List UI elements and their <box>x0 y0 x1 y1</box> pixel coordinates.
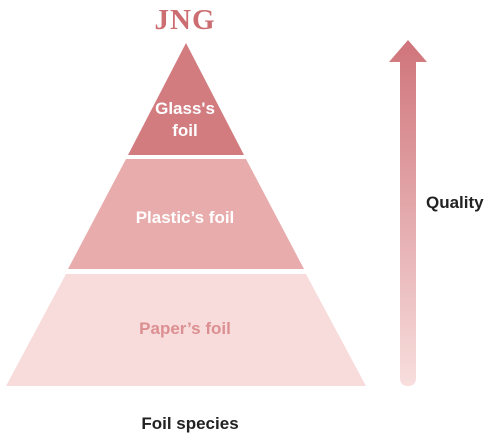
axis-label-quality: Quality <box>426 193 484 212</box>
quality-arrow <box>389 40 427 386</box>
tier-label-line: Plastic’s foil <box>135 208 235 227</box>
tier-middle-plastic <box>68 159 304 269</box>
tier-label-paper: Paper’s foil <box>80 318 290 340</box>
tier-label-plastic: Plastic’s foil <box>90 207 280 229</box>
footer-label: Foil species <box>141 414 239 433</box>
tier-label-line: Paper’s foil <box>139 319 231 338</box>
tier-label-line: foil <box>172 121 198 140</box>
tier-bottom-paper <box>6 274 366 386</box>
tier-top-glass <box>128 43 244 155</box>
tier-label-glass: Glass's foil <box>120 98 250 142</box>
tier-label-line: Glass's <box>155 99 215 118</box>
logo: JNG <box>154 4 216 36</box>
